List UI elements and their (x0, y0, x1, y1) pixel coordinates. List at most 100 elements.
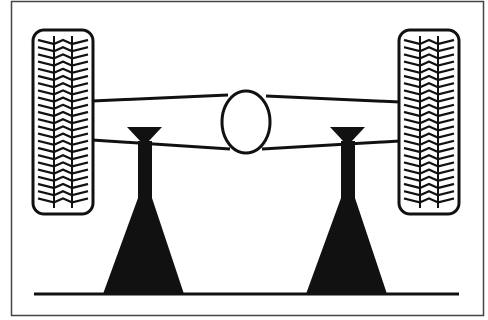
tread-rib (53, 38, 73, 46)
tread-rib (37, 118, 55, 125)
tread-rib (437, 53, 455, 60)
tread-rib (403, 146, 421, 154)
tread-rib (437, 89, 455, 96)
tread-rib (419, 139, 439, 146)
tread-rib (437, 146, 455, 154)
tread-rib (419, 197, 439, 204)
tread-rib (419, 74, 439, 82)
tread-rib (53, 153, 73, 161)
tread-rib (37, 38, 55, 46)
tread-rib (419, 96, 439, 103)
tread-rib (53, 96, 73, 103)
tread-rib (419, 175, 439, 182)
tread-rib (71, 38, 89, 46)
tread-rib (53, 89, 73, 96)
tread-rib (419, 189, 439, 197)
tread-rib (403, 89, 421, 96)
tread-rib (403, 74, 421, 82)
tread-rib (419, 89, 439, 96)
tread-rib (53, 110, 73, 118)
tread-rib (403, 139, 421, 146)
tire-tread-icon (37, 36, 89, 208)
tread-rib (53, 168, 73, 175)
tread-rib (403, 38, 421, 46)
tread-rib (403, 110, 421, 118)
tread-rib (53, 125, 73, 132)
tread-rib (53, 45, 73, 53)
tread-rib (37, 46, 55, 53)
tread-rib (419, 161, 439, 168)
tread-rib (53, 53, 73, 60)
tread-rib (419, 60, 439, 67)
tread-rib (71, 103, 89, 110)
right-wheel-tire (397, 28, 461, 216)
tread-rib (437, 182, 455, 190)
tread-rib (37, 182, 55, 190)
tread-rib (403, 82, 421, 89)
tread-rib (37, 190, 55, 197)
tread-rib (53, 81, 73, 89)
tread-rib (71, 197, 89, 204)
left-wheel-tire (31, 28, 95, 216)
tread-rib (437, 103, 455, 110)
tread-rib (437, 132, 455, 139)
tread-rib (403, 67, 421, 74)
tread-rib (403, 190, 421, 197)
tread-rib (53, 103, 73, 110)
tread-rib (37, 161, 55, 168)
right-jack-stand (306, 127, 387, 294)
tread-rib (37, 197, 55, 204)
tread-rib (419, 53, 439, 60)
tread-rib (403, 182, 421, 190)
tread-rib (403, 46, 421, 53)
tread-rib (419, 182, 439, 190)
tread-rib (71, 60, 89, 67)
tread-rib (71, 175, 89, 182)
tread-rib (71, 67, 89, 74)
tread-rib (437, 168, 455, 175)
tread-rib (71, 89, 89, 96)
tread-rib (53, 74, 73, 82)
tread-rib (53, 117, 73, 125)
tread-rib (419, 153, 439, 161)
tread-rib (419, 110, 439, 118)
tread-rib (53, 146, 73, 154)
tread-rib (53, 132, 73, 139)
tread-rib (71, 53, 89, 60)
tread-rib (437, 197, 455, 204)
tread-rib (37, 82, 55, 89)
tread-rib (53, 67, 73, 74)
tread-rib (71, 132, 89, 139)
tread-rib (37, 132, 55, 139)
tread-rib (419, 38, 439, 46)
tread-rib (403, 175, 421, 182)
tread-rib (419, 81, 439, 89)
tread-rib (71, 125, 89, 132)
tread-rib (37, 125, 55, 132)
tread-rib (71, 96, 89, 103)
tread-rib (437, 125, 455, 132)
tread-rib (37, 60, 55, 67)
tread-rib (437, 60, 455, 67)
tread-rib (37, 110, 55, 118)
tread-rib (37, 89, 55, 96)
tread-rib (53, 189, 73, 197)
tread-rib (71, 74, 89, 82)
tread-rib (37, 74, 55, 82)
tread-rib (419, 168, 439, 175)
tread-rib (419, 103, 439, 110)
tread-rib (53, 60, 73, 67)
tread-rib (403, 96, 421, 103)
tread-rib (71, 146, 89, 154)
tread-rib (71, 190, 89, 197)
tread-rib (437, 175, 455, 182)
tread-rib (437, 190, 455, 197)
tread-rib (37, 53, 55, 60)
tread-rib (53, 175, 73, 182)
tread-rib (437, 154, 455, 161)
tread-rib (37, 67, 55, 74)
tread-rib (419, 146, 439, 154)
tread-rib (53, 182, 73, 190)
